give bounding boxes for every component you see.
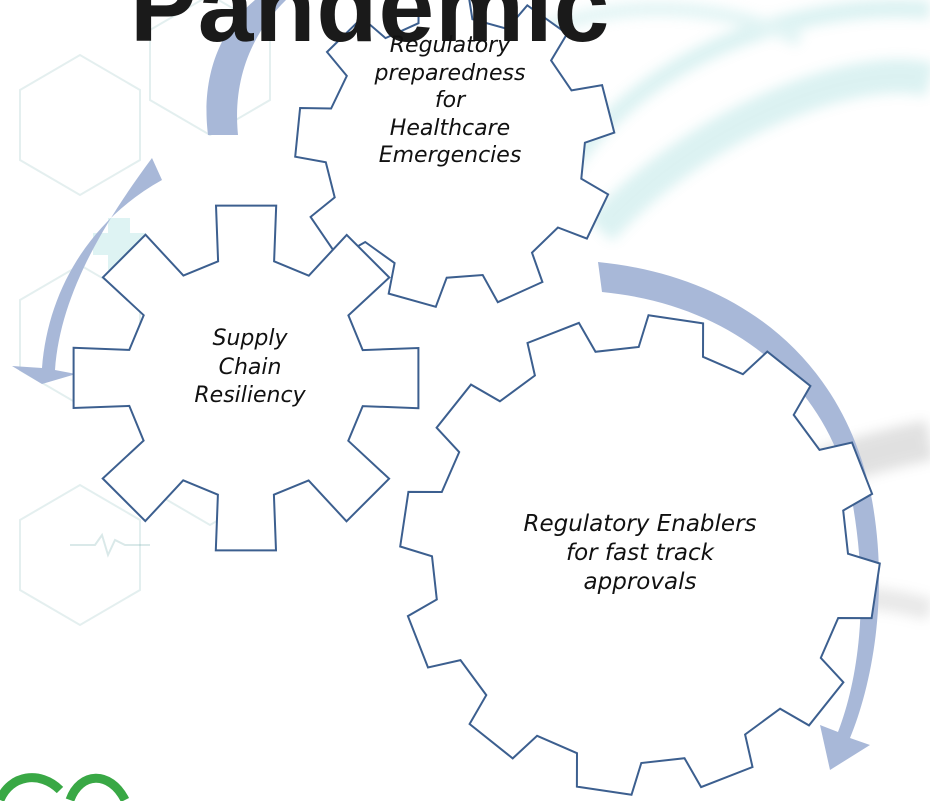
gear-label-supply-chain: Supply Chain Resiliency (194, 326, 306, 409)
gear-label-regulatory-enablers: Regulatory Enablers for fast track appro… (523, 511, 757, 595)
gears-group (72, 0, 881, 796)
logo-fragment (0, 773, 130, 801)
gear-label-regulatory-preparedness: Regulatory preparedness for Healthcare E… (374, 33, 526, 168)
top-arrow-stem (206, 0, 286, 135)
gear-regulatory-preparedness (294, 0, 616, 309)
heartbeat-line (70, 532, 150, 558)
page-title: Pandemic (130, 0, 611, 63)
left-arrow (12, 158, 162, 384)
gear-regulatory-enablers (399, 314, 881, 796)
gear-supply-chain (72, 204, 420, 552)
